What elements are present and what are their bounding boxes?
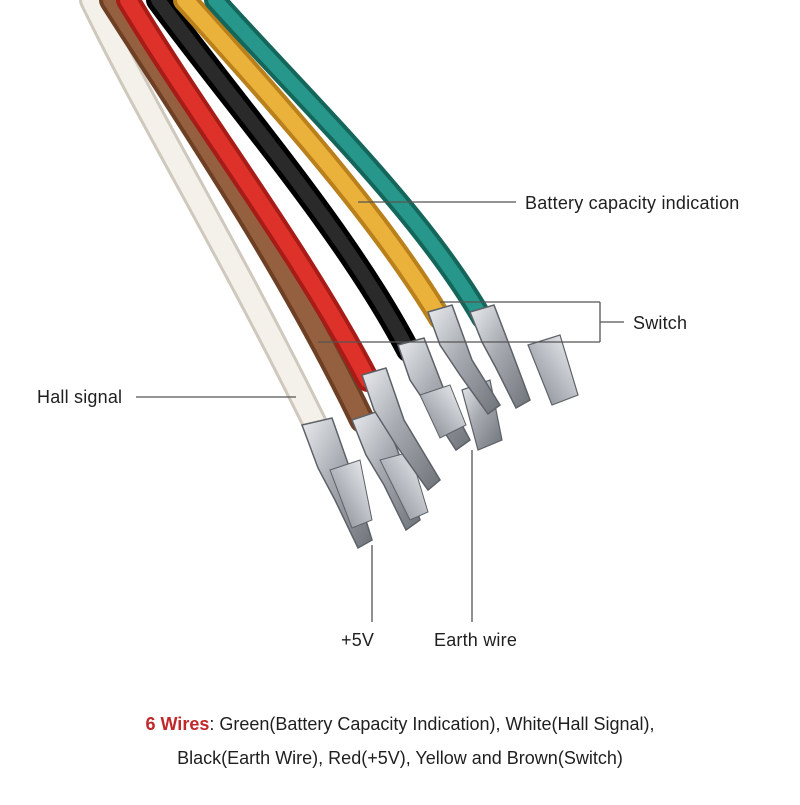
terminal-red <box>361 367 441 492</box>
plus-5v-label: +5V <box>341 630 375 650</box>
wire-red <box>116 0 380 392</box>
wire-brown <box>99 0 375 433</box>
caption-line-1: 6 Wires: Green(Battery Capacity Indicati… <box>0 714 800 735</box>
caption-line-2: Black(Earth Wire), Red(+5V), Yellow and … <box>177 748 623 768</box>
switch-label: Switch <box>633 313 688 333</box>
terminal-green <box>468 304 579 410</box>
hall-signal-label: Hall signal <box>37 387 123 407</box>
leader-switch <box>318 301 624 343</box>
wire-black <box>146 0 420 362</box>
wire-white <box>79 0 331 443</box>
wire-green <box>204 0 493 329</box>
earth-wire-label: Earth wire <box>434 630 518 650</box>
caption-line-1-text: : Green(Battery Capacity Indication), Wh… <box>209 714 655 734</box>
caption-highlight: 6 Wires <box>145 714 210 734</box>
wire-yellow <box>173 0 452 330</box>
terminal-yellow <box>427 304 501 416</box>
terminal-white <box>301 417 373 550</box>
battery-capacity-label: Battery capacity indication <box>525 193 740 213</box>
